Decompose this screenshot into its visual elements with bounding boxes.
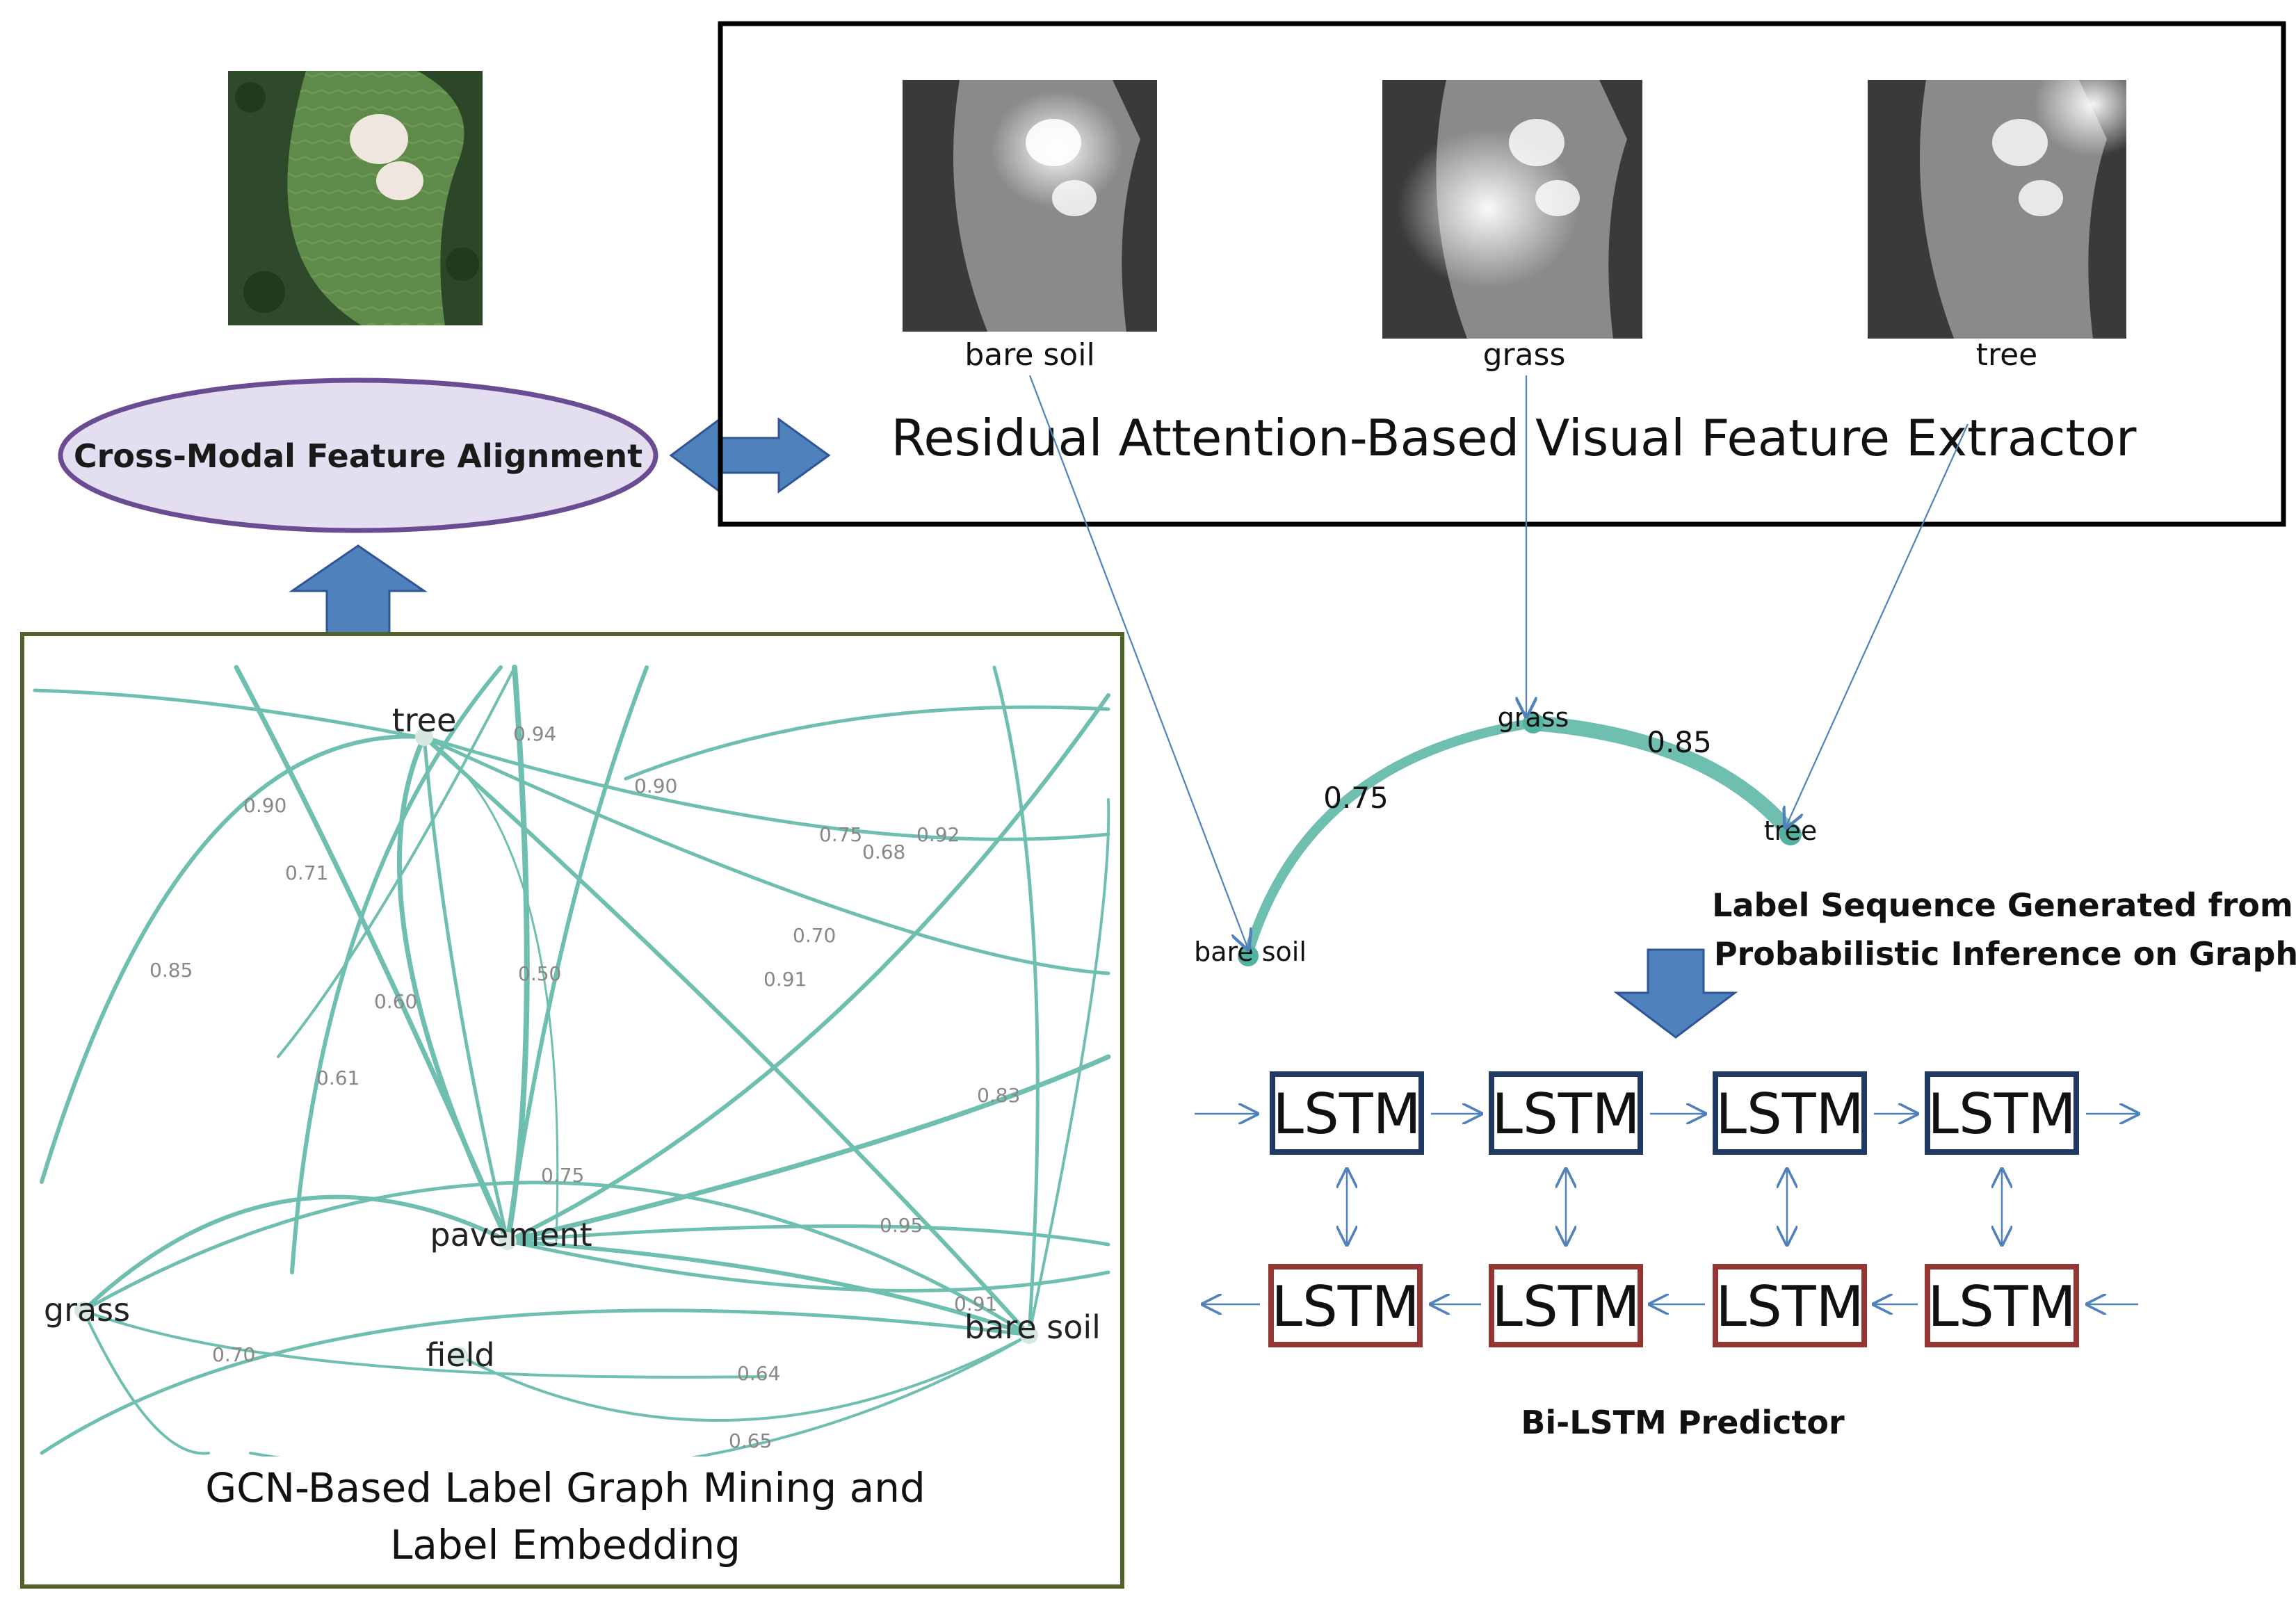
lstm-label: LSTM bbox=[1927, 1082, 2076, 1146]
edge-weight: 0.68 bbox=[862, 841, 905, 863]
forward-lstm-cell bbox=[1713, 1071, 1867, 1155]
backward-lstm-cell bbox=[1489, 1264, 1643, 1347]
edge-weight: 0.70 bbox=[212, 1343, 255, 1366]
backward-lstm-cell bbox=[1268, 1264, 1423, 1347]
edge-weight: 0.91 bbox=[954, 1292, 997, 1315]
label-graph-edges bbox=[33, 665, 1111, 1477]
backward-lstm-row bbox=[1268, 1264, 2079, 1347]
connector-bare-soil bbox=[1028, 375, 1248, 949]
label-graph-frame bbox=[20, 632, 1124, 1589]
edge-weight: 0.75 bbox=[819, 823, 862, 846]
attention-label-grass: grass bbox=[1483, 337, 1566, 373]
edge-weight: 0.91 bbox=[763, 968, 807, 991]
edge-weight: 0.92 bbox=[916, 823, 960, 846]
extractor-title: Residual Attention-Based Visual Feature … bbox=[891, 409, 2137, 467]
sequence-weight-2: 0.85 bbox=[1647, 725, 1712, 759]
backward-lstm-cell bbox=[1713, 1264, 1867, 1347]
lstm-label: LSTM bbox=[1272, 1082, 1421, 1146]
forward-lstm-cell bbox=[1925, 1071, 2079, 1155]
edge-weight: 0.95 bbox=[880, 1214, 923, 1237]
sequence-arc-left bbox=[1243, 718, 1538, 959]
aerial-image bbox=[228, 71, 483, 325]
edge-weight: 0.71 bbox=[285, 861, 328, 884]
lstm-label: LSTM bbox=[1715, 1082, 1864, 1146]
lstm-label: LSTM bbox=[1927, 1274, 2076, 1339]
forward-lstm-cell bbox=[1270, 1071, 1424, 1155]
forward-lstm-row bbox=[1270, 1071, 2079, 1155]
graph-node-field: field bbox=[426, 1336, 494, 1374]
sequence-arc-right bbox=[1526, 715, 1798, 841]
sequence-weight-1: 0.75 bbox=[1323, 781, 1389, 815]
graph-node-pavement: pavement bbox=[430, 1216, 592, 1254]
edge-weight: 0.60 bbox=[374, 990, 417, 1013]
edge-weight: 0.65 bbox=[729, 1429, 772, 1452]
edge-weight: 0.94 bbox=[513, 722, 556, 745]
sequence-node-bare-soil: bare soil bbox=[1194, 936, 1307, 967]
edge-weight: 0.85 bbox=[149, 959, 193, 982]
graph-node-bare-soil: bare soil bbox=[964, 1308, 1101, 1346]
label-graph-caption-bg bbox=[25, 1457, 1119, 1584]
sequence-node-grass: grass bbox=[1498, 702, 1569, 733]
label-graph-caption-line2: Label Embedding bbox=[390, 1521, 741, 1568]
lstm-label: LSTM bbox=[1715, 1274, 1864, 1339]
graph-node-tree: tree bbox=[392, 701, 457, 739]
alignment-label: Cross-Modal Feature Alignment bbox=[74, 437, 642, 475]
label-graph-caption-line1: GCN-Based Label Graph Mining and bbox=[205, 1464, 925, 1511]
alignment-ellipse bbox=[58, 378, 658, 533]
edge-weight: 0.90 bbox=[243, 794, 286, 817]
edge-weight: 0.90 bbox=[634, 774, 677, 797]
attention-map-bare-soil bbox=[903, 80, 1157, 332]
attention-label-bare-soil: bare soil bbox=[964, 337, 1094, 373]
lstm-label: LSTM bbox=[1491, 1082, 1640, 1146]
forward-lstm-cell bbox=[1489, 1071, 1643, 1155]
attention-map-tree bbox=[1868, 52, 2152, 339]
label-graph-weights: 0.94 0.90 0.90 0.71 0.85 0.60 0.61 0.50 … bbox=[149, 722, 1020, 1452]
bilstm-caption: Bi-LSTM Predictor bbox=[1521, 1404, 1845, 1441]
lstm-label: LSTM bbox=[1271, 1274, 1419, 1339]
sequence-caption-line1: Label Sequence Generated from bbox=[1712, 886, 2293, 924]
extractor-frame bbox=[718, 21, 2286, 527]
attention-map-grass bbox=[1382, 80, 1642, 339]
graph-node-grass: grass bbox=[44, 1291, 130, 1329]
edge-weight: 0.61 bbox=[316, 1066, 359, 1089]
edge-weight: 0.70 bbox=[793, 924, 836, 947]
edge-weight: 0.75 bbox=[541, 1164, 584, 1187]
connector-tree bbox=[1786, 423, 1969, 827]
lstm-vertical-arrows bbox=[1347, 1169, 2002, 1244]
label-graph-nodes bbox=[74, 728, 1038, 1365]
double-arrow bbox=[669, 417, 831, 494]
edge-weight: 0.50 bbox=[518, 962, 561, 985]
edge-weight: 0.83 bbox=[977, 1084, 1020, 1107]
sequence-node-tree: tree bbox=[1764, 816, 1817, 846]
down-arrow bbox=[1613, 948, 1738, 1039]
sequence-caption-line2: Probabilistic Inference on Graph bbox=[1714, 935, 2296, 973]
edge-weight: 0.64 bbox=[737, 1362, 780, 1385]
lstm-label: LSTM bbox=[1491, 1274, 1640, 1339]
backward-lstm-cell bbox=[1925, 1264, 2079, 1347]
attention-label-tree: tree bbox=[1976, 337, 2038, 373]
